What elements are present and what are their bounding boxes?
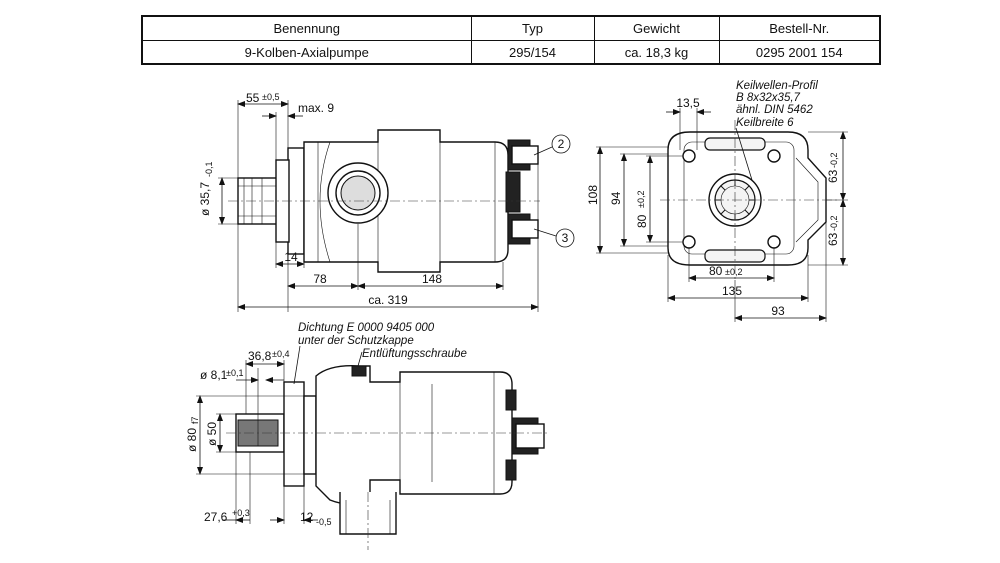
dim-dia357: ø 35,7 (198, 182, 212, 216)
dim-14: 14 (284, 250, 298, 264)
dim-13-5: 13,5 (676, 96, 700, 110)
dim-36-8-tol: ±0,4 (272, 349, 289, 359)
dim-27-6-tol: +0,3 (232, 508, 250, 518)
dim-63-lower-tol: -0,2 (829, 215, 839, 231)
dim-80-vertical-tol: ±0,2 (636, 191, 646, 208)
dim-63-lower: 63 (826, 232, 840, 246)
dim-93: 93 (771, 304, 785, 318)
note-seal-2: unter der Schutzkappe (298, 335, 414, 347)
dim-dia-8-1: ø 8,1 (200, 368, 228, 382)
dim-94: 94 (609, 191, 623, 205)
dim-dia-80-tol: f7 (190, 416, 200, 424)
callout-2-label: 2 (558, 137, 565, 151)
bolt-hole-tl (682, 149, 696, 163)
dim-108: 108 (586, 185, 600, 205)
dim-63-upper-tol: -0,2 (829, 152, 839, 168)
callout-2 (551, 134, 571, 154)
dim-dia-50: ø 50 (205, 422, 219, 446)
dim-12-tol: -0,5 (316, 517, 332, 527)
dim-27-6: 27,6 (204, 510, 228, 524)
front-view: Keilwellen-Profil B 8x32x35,7 ähnl. DIN … (586, 80, 848, 322)
header-benennung: Benennung (141, 15, 472, 41)
table-header-row: Benennung Typ Gewicht Bestell-Nr. (141, 15, 881, 41)
callout-3-label: 3 (562, 231, 569, 245)
note-vent: Entlüftungsschraube (362, 348, 467, 360)
header-bestell-nr: Bestell-Nr. (718, 15, 881, 41)
note-seal-1: Dichtung E 0000 9405 000 (298, 322, 435, 334)
dim-12: 12 (300, 510, 314, 524)
dim-63-upper: 63 (826, 169, 840, 183)
vent-screw (351, 365, 367, 377)
dim-55-tol: ±0,5 (262, 92, 279, 102)
dim-78: 78 (313, 272, 327, 286)
dim-135: 135 (722, 284, 742, 298)
note-spline-1: Keilwellen-Profil (736, 80, 818, 92)
dim-dia-8-1-tol: ±0,1 (226, 368, 243, 378)
cell-benennung: 9-Kolben-Axialpumpe (141, 40, 472, 65)
header-typ: Typ (470, 15, 595, 41)
cell-typ: 295/154 (470, 40, 595, 65)
side-view: 2 3 55 ±0,5 max. 9 ø 35,7 -0,1 14 78 1 (198, 91, 575, 312)
note-spline-2: B 8x32x35,7 (736, 92, 801, 104)
bolt-hole-tr (767, 149, 781, 163)
dim-80-vertical: 80 (635, 214, 649, 228)
callout-3 (555, 228, 575, 248)
bottom-view: Dichtung E 0000 9405 000 unter der Schut… (185, 322, 548, 550)
note-spline-4: Keilbreite 6 (736, 117, 794, 129)
bolt-hole-br (767, 235, 781, 249)
dim-36-8: 36,8 (248, 349, 272, 363)
dim-319: ca. 319 (368, 293, 408, 307)
table-row: 9-Kolben-Axialpumpe 295/154 ca. 18,3 kg … (141, 40, 881, 65)
bottom-body (315, 365, 513, 505)
note-spline-3: ähnl. DIN 5462 (736, 104, 813, 116)
dim-80-horizontal-tol: ±0,2 (725, 267, 742, 277)
bolt-hole-bl (682, 235, 696, 249)
bottom-flange (283, 381, 305, 487)
dim-dia357-tol: -0,1 (204, 161, 214, 177)
dim-dia-80: ø 80 (185, 428, 199, 452)
dim-148: 148 (422, 272, 442, 286)
dim-55: 55 (246, 91, 260, 105)
cell-bestell-nr: 0295 2001 154 (718, 40, 881, 65)
dim-max9: max. 9 (298, 101, 334, 115)
dim-80-horizontal: 80 (709, 264, 723, 278)
spec-table: Benennung Typ Gewicht Bestell-Nr. 9-Kolb… (141, 15, 881, 65)
